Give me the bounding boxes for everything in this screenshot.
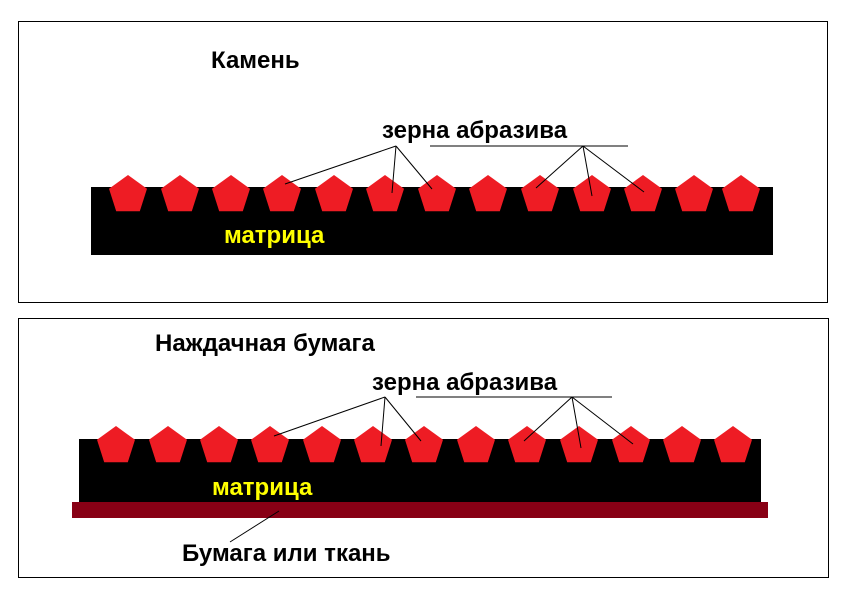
leader-line	[384, 396, 422, 442]
abrasive-grain	[405, 426, 443, 463]
abrasive-grain	[560, 426, 598, 463]
abrasive-grain	[366, 175, 404, 212]
abrasive-grain	[573, 175, 611, 212]
abrasive-grain	[624, 175, 662, 212]
stone-title: Камень	[211, 47, 300, 74]
abrasive-grain	[354, 426, 392, 463]
abrasive-grain	[212, 175, 250, 212]
abrasive-grain	[714, 426, 752, 463]
abrasive-grain	[200, 426, 238, 463]
leader-line	[273, 396, 386, 437]
abrasive-grain	[469, 175, 507, 212]
leader-line	[395, 145, 433, 190]
abrasive-grain	[521, 175, 559, 212]
leader-line	[582, 145, 593, 197]
leader-line	[380, 396, 386, 447]
leader-line	[229, 510, 280, 543]
abrasive-grain	[149, 426, 187, 463]
stone-diagram	[91, 145, 773, 255]
abrasive-grain	[418, 175, 456, 212]
stone-matrix-label: матрица	[224, 222, 325, 249]
sandpaper-diagram	[72, 396, 768, 543]
abrasive-grain	[315, 175, 353, 212]
abrasive-grain	[303, 426, 341, 463]
abrasive-grain	[675, 175, 713, 212]
abrasive-grain	[109, 175, 147, 212]
leader-line	[523, 396, 573, 442]
abrasive-grain	[97, 426, 135, 463]
abrasive-grain	[263, 175, 301, 212]
sandpaper-title: Наждачная бумага	[155, 330, 375, 357]
leader-line	[391, 145, 397, 194]
backing-strip	[72, 502, 768, 518]
abrasive-grain	[457, 426, 495, 463]
abrasive-grain	[612, 426, 650, 463]
abrasive-grain	[722, 175, 760, 212]
stone-grain-label: зерна абразива	[382, 117, 568, 144]
sandpaper-grain-label: зерна абразива	[372, 369, 558, 396]
sandpaper-matrix-label: матрица	[212, 474, 313, 501]
abrasive-grain	[508, 426, 546, 463]
leader-line	[535, 145, 584, 189]
abrasive-grain	[251, 426, 289, 463]
stone-panel	[18, 21, 828, 303]
leader-line	[571, 396, 634, 445]
leader-line	[284, 145, 397, 185]
leader-line	[582, 145, 645, 193]
abrasive-grain	[663, 426, 701, 463]
abrasive-grain	[161, 175, 199, 212]
sandpaper-backing-label: Бумага или ткань	[182, 540, 391, 567]
leader-line	[571, 396, 582, 449]
